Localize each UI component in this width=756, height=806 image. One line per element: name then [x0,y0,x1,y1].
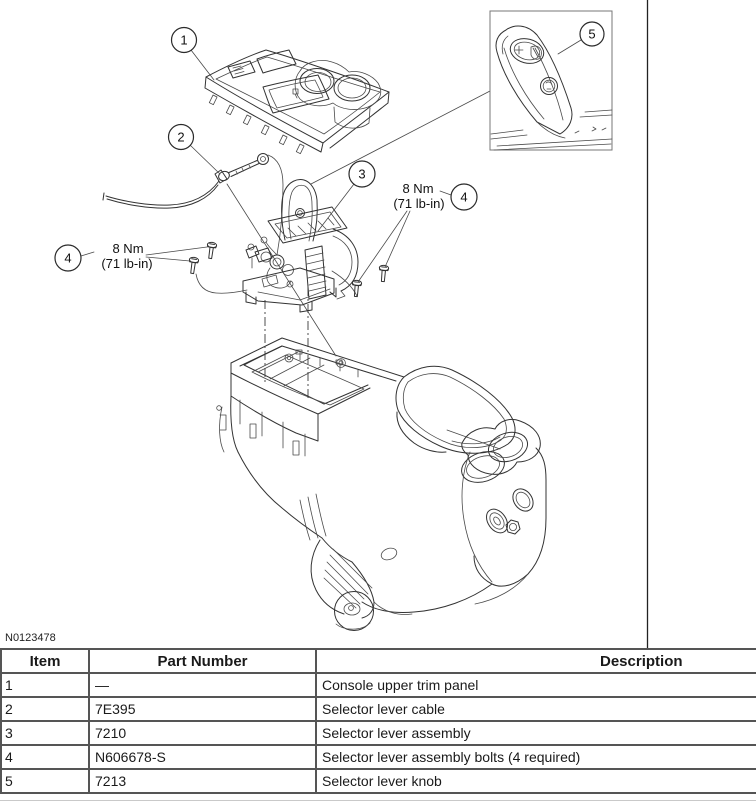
lever-assembly-drawing [195,179,359,313]
callout-5: 5 [557,21,605,55]
alignment-lines [264,287,309,399]
cell-description: Console upper trim panel [315,672,756,698]
console-body-drawing [216,337,547,631]
cell-item: 2 [0,696,90,722]
cell-item: 1 [0,672,90,698]
cell-item: 5 [0,768,90,794]
cell-description: Selector lever assembly bolts (4 require… [315,744,756,770]
table-row: 4 N606678-S Selector lever assembly bolt… [0,744,756,770]
torque-label-right: 8 Nm (71 lb-in) [357,181,452,283]
cell-description: Selector lever knob [315,768,756,794]
knob-inset [489,10,613,151]
torque-text-lbin-right: (71 lb-in) [393,196,444,211]
trim-panel-drawing [204,49,390,155]
callout-4-right-number: 4 [460,190,467,205]
callout-4-left-number: 4 [64,251,71,266]
cell-description: Selector lever assembly [315,720,756,746]
col-header-description: Description [315,648,756,674]
callout-1: 1 [170,26,215,81]
cell-part-number: 7210 [88,720,317,746]
torque-text-lbin-left: (71 lb-in) [101,256,152,271]
callout-2-number: 2 [177,130,184,145]
cell-item: 3 [0,720,90,746]
watermark-code: N0123478 [5,632,56,644]
page-bottom-rule [0,800,756,801]
table-row: 1 — Console upper trim panel [0,672,756,698]
col-header-item: Item [0,648,90,674]
cell-part-number: — [88,672,317,698]
exploded-view-diagram: 8 Nm (71 lb-in) 8 Nm (71 lb-in) 1 2 3 4 … [5,0,649,648]
callout-5-number: 5 [588,27,595,42]
cell-description: Selector lever cable [315,696,756,722]
callout-4-left: 4 [54,244,95,272]
torque-text-nm-right: 8 Nm [402,181,433,196]
cell-item: 4 [0,744,90,770]
cell-part-number: N606678-S [88,744,317,770]
callout-4-right: 4 [450,183,478,211]
table-row: 3 7210 Selector lever assembly [0,720,756,746]
cell-part-number: 7E395 [88,696,317,722]
col-header-part-number: Part Number [88,648,317,674]
callout-3: 3 [317,160,376,232]
inset-leader-line [310,90,491,185]
table-row: 2 7E395 Selector lever cable [0,696,756,722]
table-row: 5 7213 Selector lever knob [0,768,756,794]
table-header-row: Item Part Number Description [0,648,756,674]
selector-cable-drawing [102,153,337,357]
callout-1-number: 1 [180,33,187,48]
parts-table: Item Part Number Description 1 — Console… [0,648,756,794]
callout-2: 2 [167,123,221,175]
bolts-drawing [187,241,390,298]
torque-text-nm-left: 8 Nm [112,241,143,256]
cell-part-number: 7213 [88,768,317,794]
torque-label-left: 8 Nm (71 lb-in) [101,241,208,271]
callout-3-number: 3 [358,167,365,182]
